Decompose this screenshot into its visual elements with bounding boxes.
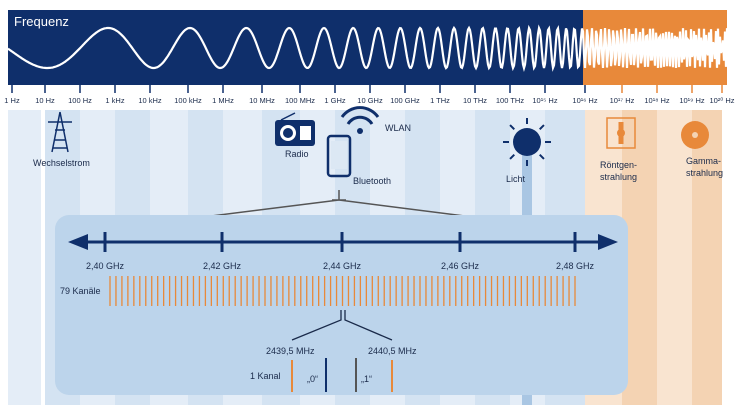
scale-label: 10¹⁷ Hz	[610, 96, 635, 105]
scale-label: 1 Hz	[4, 96, 20, 105]
label-licht: Licht	[506, 174, 526, 184]
channel-lines	[109, 276, 576, 306]
bit-zero-label: „0“	[307, 374, 318, 384]
label-gamma-2: strahlung	[686, 168, 723, 178]
bluetooth-detail-box	[55, 215, 628, 395]
wave-line	[7, 24, 729, 72]
scale-label: 100 Hz	[68, 96, 92, 105]
ruler-ticks: 2,40 GHz 2,42 GHz 2,44 GHz 2,46 GHz 2,48 GHz	[86, 232, 595, 271]
scale-label: 10 MHz	[249, 96, 275, 105]
scale-label: 100 GHz	[390, 96, 420, 105]
scale-label: 10 kHz	[138, 96, 162, 105]
scale-label: 1 MHz	[212, 96, 234, 105]
scale-label: 1 kHz	[105, 96, 124, 105]
band-column	[657, 110, 692, 405]
scale-label: 10¹⁶ Hz	[572, 96, 597, 105]
wifi-icon	[340, 106, 380, 134]
scale-label: 10¹⁵ Hz	[532, 96, 557, 105]
bit-one-label: „1“	[361, 374, 372, 384]
ruler-label: 2,44 GHz	[323, 261, 362, 271]
detail-right-freq: 2440,5 MHz	[368, 346, 417, 356]
detail-left-freq: 2439,5 MHz	[266, 346, 315, 356]
scale-label: 10 Hz	[35, 96, 55, 105]
scale-label: 10²⁰ Hz	[709, 96, 734, 105]
detail-connector	[291, 310, 393, 341]
scale-label: 100 THz	[496, 96, 524, 105]
title: Frequenz	[14, 14, 69, 29]
label-roentgen-2: strahlung	[600, 172, 637, 182]
label-radio: Radio	[285, 149, 309, 159]
one-channel-label: 1 Kanal	[250, 371, 281, 381]
scale-label: 10¹⁸ Hz	[644, 96, 670, 105]
ruler-label: 2,48 GHz	[556, 261, 595, 271]
scale-label: 10 THz	[463, 96, 487, 105]
power-tower-icon	[48, 111, 72, 153]
ruler-label: 2,42 GHz	[203, 261, 242, 271]
label-gamma-1: Gamma-	[686, 156, 721, 166]
scale-label: 100 kHz	[174, 96, 202, 105]
radio-icon	[275, 112, 315, 146]
scale-label: 1 GHz	[324, 96, 346, 105]
channels-label: 79 Kanäle	[60, 286, 101, 296]
smartphone-icon	[326, 134, 352, 178]
band-column	[692, 110, 722, 405]
sun-icon	[503, 118, 551, 166]
label-bluetooth: Bluetooth	[353, 176, 391, 186]
ruler-label: 2,46 GHz	[441, 261, 480, 271]
label-wechselstrom: Wechselstrom	[33, 158, 90, 168]
band-column	[8, 110, 41, 405]
scale-label: 100 MHz	[285, 96, 315, 105]
frequency-scale: 1 Hz 10 Hz 100 Hz 1 kHz 10 kHz 100 kHz 1 MHz 10…	[4, 85, 735, 105]
xray-bone-icon	[606, 117, 636, 149]
scale-label: 10 GHz	[357, 96, 383, 105]
scale-label: 1 THz	[430, 96, 450, 105]
radiation-icon	[681, 121, 709, 149]
zoom-connector	[99, 190, 576, 231]
scale-label: 10¹⁹ Hz	[679, 96, 705, 105]
ruler-label: 2,40 GHz	[86, 261, 125, 271]
label-roentgen-1: Röntgen-	[600, 160, 637, 170]
label-wlan: WLAN	[385, 123, 411, 133]
radio-band-banner	[8, 10, 583, 85]
